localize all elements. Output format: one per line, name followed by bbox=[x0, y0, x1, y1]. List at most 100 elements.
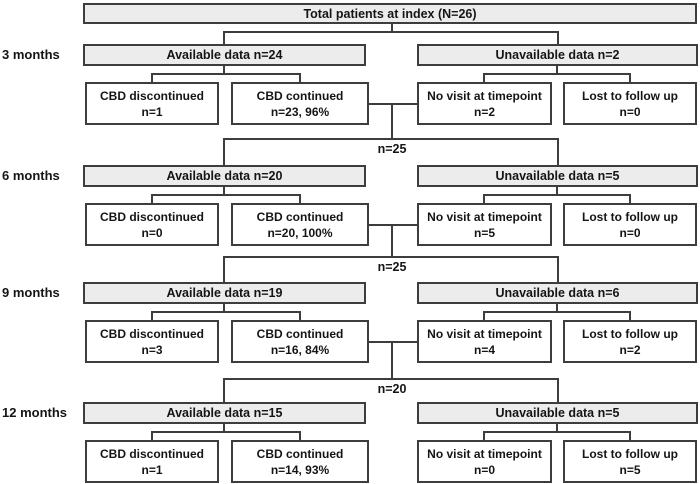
connector-line bbox=[391, 341, 393, 380]
carryover-count-label: n=25 bbox=[377, 142, 407, 156]
available-header: Available data n=19 bbox=[83, 282, 366, 304]
cbd-continued-box: CBD continued n=20, 100% bbox=[231, 203, 369, 246]
connector-line bbox=[151, 431, 301, 433]
connector-line bbox=[483, 73, 631, 75]
connector-line bbox=[151, 194, 153, 203]
connector-line bbox=[223, 187, 225, 195]
lost-followup-box: Lost to follow up n=0 bbox=[563, 203, 697, 246]
unavailable-header: Unavailable data n=6 bbox=[417, 282, 698, 304]
box-line2: n=1 bbox=[141, 104, 163, 119]
available-header-label: Available data n=15 bbox=[166, 406, 283, 420]
box-line1: No visit at timepoint bbox=[427, 209, 542, 224]
cbd-continued-box: CBD continued n=16, 84% bbox=[231, 320, 369, 363]
box-line2: n=2 bbox=[473, 104, 495, 119]
connector-line bbox=[151, 431, 153, 440]
connector-line bbox=[223, 378, 225, 404]
box-line1: CBD discontinued bbox=[100, 326, 204, 341]
box-line1: CBD continued bbox=[256, 326, 344, 341]
connector-line bbox=[557, 31, 559, 44]
box-line2: n=0 bbox=[141, 225, 163, 240]
box-line2: n=0 bbox=[619, 104, 641, 119]
connector-line bbox=[151, 73, 153, 82]
connector-line bbox=[483, 73, 485, 82]
no-visit-box: No visit at timepoint n=4 bbox=[417, 320, 552, 363]
connector-line bbox=[223, 378, 559, 380]
box-line2: n=20, 100% bbox=[267, 225, 333, 240]
lost-followup-box: Lost to follow up n=2 bbox=[563, 320, 697, 363]
connector-line bbox=[151, 194, 301, 196]
box-line2: n=1 bbox=[141, 462, 163, 477]
box-line1: No visit at timepoint bbox=[427, 446, 542, 461]
box-line1: CBD discontinued bbox=[100, 88, 204, 103]
connector-line bbox=[629, 311, 631, 320]
connector-line bbox=[556, 187, 558, 195]
box-line2: n=0 bbox=[619, 225, 641, 240]
connector-line bbox=[223, 256, 559, 258]
box-line1: Lost to follow up bbox=[582, 326, 678, 341]
available-header-label: Available data n=24 bbox=[166, 48, 283, 62]
available-header-label: Available data n=20 bbox=[166, 169, 283, 183]
no-visit-box: No visit at timepoint n=0 bbox=[417, 440, 552, 483]
connector-line bbox=[556, 304, 558, 312]
box-line1: CBD discontinued bbox=[100, 209, 204, 224]
connector-line bbox=[483, 311, 485, 320]
connector-line bbox=[483, 431, 485, 440]
connector-line bbox=[483, 311, 631, 313]
connector-line bbox=[556, 66, 558, 74]
unavailable-header-label: Unavailable data n=6 bbox=[495, 286, 620, 300]
connector-line bbox=[629, 194, 631, 203]
timepoint-label-9-months: 9 months bbox=[2, 285, 60, 300]
lost-followup-box: Lost to follow up n=5 bbox=[563, 440, 697, 483]
connector-line bbox=[223, 138, 559, 140]
box-line1: CBD continued bbox=[256, 88, 344, 103]
available-header-label: Available data n=19 bbox=[166, 286, 283, 300]
box-line1: Lost to follow up bbox=[582, 446, 678, 461]
box-line1: No visit at timepoint bbox=[427, 88, 542, 103]
timepoint-label-12-months: 12 months bbox=[2, 405, 68, 420]
unavailable-header: Unavailable data n=5 bbox=[417, 402, 698, 424]
total-patients-box: Total patients at index (N=26) bbox=[83, 3, 697, 24]
connector-line bbox=[483, 431, 631, 433]
connector-line bbox=[223, 304, 225, 312]
connector-line bbox=[629, 431, 631, 440]
connector-line bbox=[223, 31, 225, 44]
connector-line bbox=[367, 224, 419, 226]
connector-line bbox=[299, 431, 301, 440]
box-line1: Lost to follow up bbox=[582, 209, 678, 224]
connector-line bbox=[151, 311, 153, 320]
available-header: Available data n=15 bbox=[83, 402, 366, 424]
no-visit-box: No visit at timepoint n=2 bbox=[417, 82, 552, 125]
connector-line bbox=[223, 31, 559, 33]
unavailable-header-label: Unavailable data n=5 bbox=[495, 169, 620, 183]
connector-line bbox=[299, 311, 301, 320]
carryover-count-label: n=25 bbox=[377, 260, 407, 274]
connector-line bbox=[299, 194, 301, 203]
unavailable-header: Unavailable data n=2 bbox=[417, 44, 698, 66]
connector-line bbox=[367, 341, 419, 343]
unavailable-header-label: Unavailable data n=5 bbox=[495, 406, 620, 420]
connector-line bbox=[391, 24, 393, 33]
connector-line bbox=[483, 194, 485, 203]
connector-line bbox=[223, 424, 225, 432]
connector-line bbox=[557, 138, 559, 167]
box-line1: CBD discontinued bbox=[100, 446, 204, 461]
no-visit-box: No visit at timepoint n=5 bbox=[417, 203, 552, 246]
connector-line bbox=[151, 311, 301, 313]
connector-line bbox=[299, 73, 301, 82]
box-line1: CBD continued bbox=[256, 446, 344, 461]
box-line2: n=14, 93% bbox=[270, 462, 330, 477]
box-line2: n=5 bbox=[473, 225, 495, 240]
connector-line bbox=[391, 224, 393, 258]
box-line1: No visit at timepoint bbox=[427, 326, 542, 341]
box-line1: CBD continued bbox=[256, 209, 344, 224]
cbd-discontinued-box: CBD discontinued n=3 bbox=[85, 320, 219, 363]
cbd-discontinued-box: CBD discontinued n=1 bbox=[85, 440, 219, 483]
unavailable-header-label: Unavailable data n=2 bbox=[495, 48, 620, 62]
cbd-discontinued-box: CBD discontinued n=0 bbox=[85, 203, 219, 246]
connector-line bbox=[223, 66, 225, 74]
box-line2: n=23, 96% bbox=[270, 104, 330, 119]
connector-line bbox=[391, 103, 393, 140]
connector-line bbox=[629, 73, 631, 82]
box-line1: Lost to follow up bbox=[582, 88, 678, 103]
